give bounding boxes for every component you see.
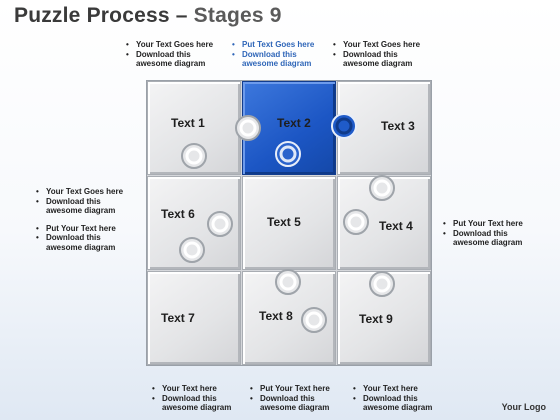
bullet-item: Download this awesome diagram bbox=[152, 394, 247, 413]
puzzle-tab-knob bbox=[181, 143, 207, 169]
bullet-item: Download this awesome diagram bbox=[353, 394, 448, 413]
piece-label: Text 1 bbox=[171, 116, 205, 130]
puzzle-tab-knob bbox=[275, 269, 301, 295]
top-left-bullets: Your Text Goes here Download this awesom… bbox=[126, 40, 226, 69]
bullet-item: Download this awesome diagram bbox=[36, 233, 136, 252]
bullet-item: Your Text Goes here bbox=[126, 40, 226, 50]
puzzle-tab-knob bbox=[179, 237, 205, 263]
bottom-center-bullets: Put Your Text here Download this awesome… bbox=[250, 384, 345, 413]
bullet-item: Put Your Text here bbox=[250, 384, 345, 394]
puzzle-tab-knob bbox=[343, 209, 369, 235]
bullet-item: Download this awesome diagram bbox=[36, 197, 136, 216]
piece-label: Text 3 bbox=[381, 119, 415, 133]
bottom-right-bullets: Your Text here Download this awesome dia… bbox=[353, 384, 448, 413]
bullet-item: Download this awesome diagram bbox=[232, 50, 332, 69]
puzzle-tab-knob bbox=[235, 115, 261, 141]
bullet-item: Your Text here bbox=[152, 384, 247, 394]
diagram-title: Puzzle Process – Stages 9 bbox=[14, 4, 282, 28]
piece-label: Text 8 bbox=[259, 309, 293, 323]
piece-label: Text 5 bbox=[267, 215, 301, 229]
piece-label: Text 7 bbox=[161, 311, 195, 325]
puzzle-tab-knob bbox=[301, 307, 327, 333]
piece-label: Text 4 bbox=[379, 219, 413, 233]
bullet-item: Put Your Text here bbox=[443, 219, 543, 229]
bullet-item: Download this awesome diagram bbox=[443, 229, 543, 248]
top-center-bullets: Put Text Goes here Download this awesome… bbox=[232, 40, 332, 69]
bullet-item: Put Your Text here bbox=[36, 224, 136, 234]
puzzle-tab-knob bbox=[207, 211, 233, 237]
bullet-item: Download this awesome diagram bbox=[250, 394, 345, 413]
title-sub: Stages 9 bbox=[193, 4, 282, 27]
left-bullets: Your Text Goes here Download this awesom… bbox=[36, 187, 136, 252]
puzzle-tab-knob bbox=[369, 271, 395, 297]
bullet-item: Download this awesome diagram bbox=[126, 50, 226, 69]
piece-label: Text 2 bbox=[277, 116, 311, 130]
bullet-item: Your Text here bbox=[353, 384, 448, 394]
top-right-bullets: Your Text Goes here Download this awesom… bbox=[333, 40, 433, 69]
puzzle-tab-knob bbox=[369, 175, 395, 201]
title-main: Puzzle Process bbox=[14, 4, 170, 27]
bullet-item: Put Text Goes here bbox=[232, 40, 332, 50]
bullet-item: Download this awesome diagram bbox=[333, 50, 433, 69]
bullet-item: Your Text Goes here bbox=[333, 40, 433, 50]
puzzle-tab-knob bbox=[275, 141, 301, 167]
logo-text: Your Logo bbox=[501, 402, 546, 412]
puzzle-piece-7 bbox=[147, 271, 241, 365]
piece-label: Text 6 bbox=[161, 207, 195, 221]
bullet-item: Your Text Goes here bbox=[36, 187, 136, 197]
piece-label: Text 9 bbox=[359, 312, 393, 326]
puzzle-tab-knob bbox=[331, 113, 357, 139]
right-bullets: Put Your Text here Download this awesome… bbox=[443, 219, 543, 248]
title-dash: – bbox=[169, 4, 194, 27]
puzzle-piece-5 bbox=[242, 176, 336, 270]
bottom-left-bullets: Your Text here Download this awesome dia… bbox=[152, 384, 247, 413]
puzzle-grid: Text 1 Text 2 Text 3 Text 4 Text 5 Text … bbox=[146, 80, 432, 366]
